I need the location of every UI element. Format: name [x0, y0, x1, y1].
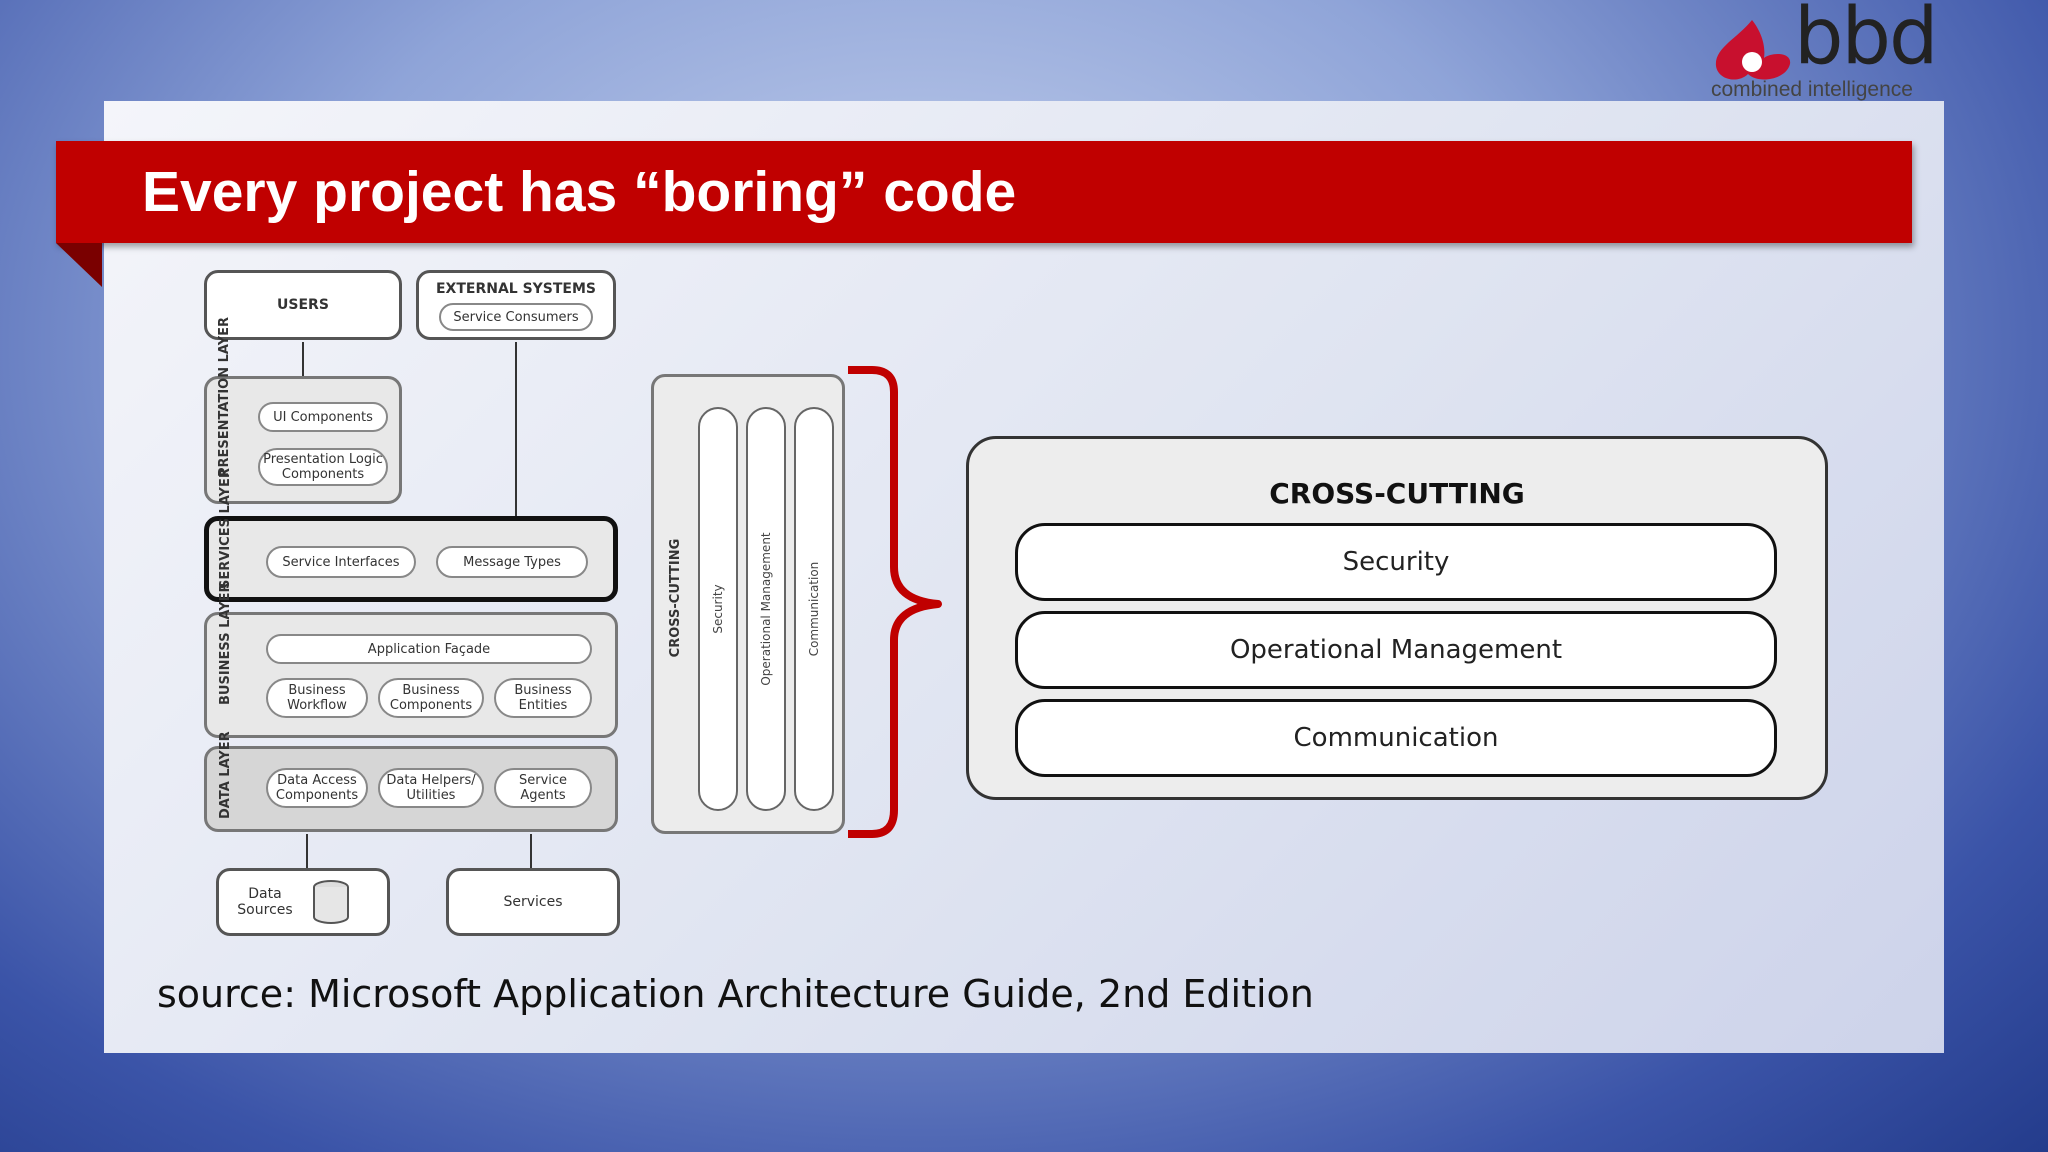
presentation-logic-pill: Presentation Logic Components	[258, 448, 388, 486]
services-layer-label: SERVICES LAYER	[218, 468, 233, 589]
ui-components-pill: UI Components	[258, 402, 388, 432]
cross-cutting-title: CROSS-CUTTING	[1269, 477, 1525, 510]
slide-title: Every project has “boring” code	[142, 160, 1017, 224]
users-arrow	[302, 342, 304, 376]
communication-column-label: Communication	[807, 561, 821, 657]
cross-cutting-panel: CROSS-CUTTING Security Operational Manag…	[966, 436, 1828, 800]
application-facade-pill: Application Façade	[266, 634, 592, 664]
communication-row: Communication	[1015, 699, 1777, 777]
bbd-logo-icon	[1715, 20, 1791, 80]
data-layer-label: DATA LAYER	[218, 731, 233, 819]
external-arrow	[515, 342, 517, 516]
data-sources-arrow	[306, 834, 308, 868]
operational-management-column: Operational Management	[746, 407, 786, 811]
services-arrow	[530, 834, 532, 868]
operational-management-column-label: Operational Management	[759, 532, 773, 686]
cross-cutting-small: CROSS-CUTTING Security Operational Manag…	[651, 374, 845, 834]
logo-tagline: combined intelligence	[1711, 78, 1913, 101]
bbd-logo: bbd combined intelligence	[1708, 0, 1948, 104]
users-box: USERS	[204, 270, 402, 340]
services-label: Services	[503, 894, 563, 910]
service-consumers-pill: Service Consumers	[439, 303, 593, 331]
database-icon	[313, 880, 349, 924]
security-column-label: Security	[711, 584, 725, 634]
curly-brace-icon	[848, 366, 942, 838]
business-components-pill: Business Components	[378, 678, 484, 718]
security-column: Security	[698, 407, 738, 811]
business-layer	[204, 612, 618, 738]
security-row: Security	[1015, 523, 1777, 601]
services-box: Services	[446, 868, 620, 936]
data-access-pill: Data Access Components	[266, 768, 368, 808]
source-caption: source: Microsoft Application Architectu…	[157, 972, 1314, 1016]
users-label: USERS	[277, 297, 329, 313]
external-systems-box: EXTERNAL SYSTEMS Service Consumers	[416, 270, 616, 340]
cross-cutting-small-label: CROSS-CUTTING	[668, 538, 683, 658]
service-agents-pill: Service Agents	[494, 768, 592, 808]
data-helpers-pill: Data Helpers/ Utilities	[378, 768, 484, 808]
business-layer-label: BUSINESS LAYER	[218, 582, 233, 706]
title-banner: Every project has “boring” code	[56, 141, 1912, 243]
data-sources-box: Data Sources	[216, 868, 390, 936]
data-sources-label: Data Sources	[237, 886, 293, 918]
business-entities-pill: Business Entities	[494, 678, 592, 718]
operational-management-row: Operational Management	[1015, 611, 1777, 689]
business-workflow-pill: Business Workflow	[266, 678, 368, 718]
logo-wordmark: bbd	[1794, 0, 1939, 82]
service-interfaces-pill: Service Interfaces	[266, 546, 416, 578]
communication-column: Communication	[794, 407, 834, 811]
message-types-pill: Message Types	[436, 546, 588, 578]
banner-fold	[56, 243, 102, 287]
external-systems-label: EXTERNAL SYSTEMS	[435, 281, 597, 297]
presentation-layer-label: PRESENTATION LAYER	[217, 316, 232, 477]
